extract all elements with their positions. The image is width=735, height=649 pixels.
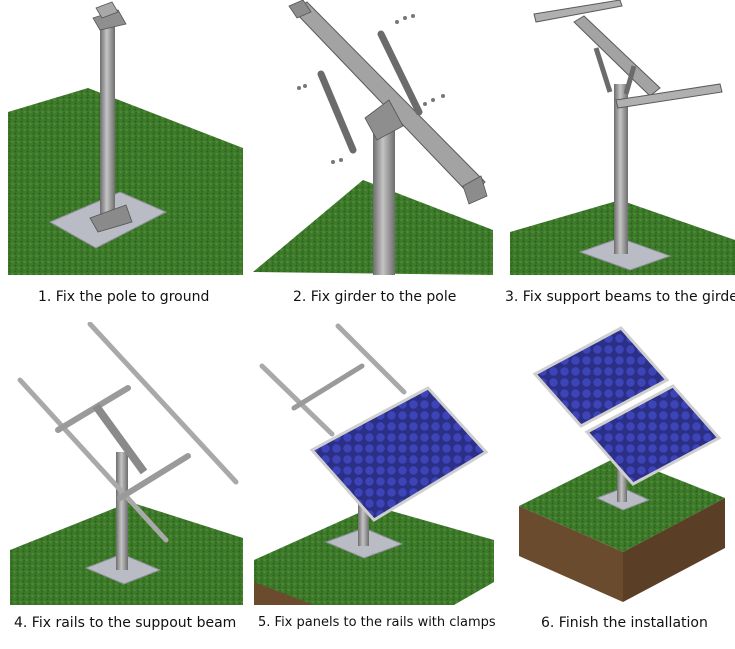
girder [573,15,661,97]
solar-panel-bottom [584,384,722,486]
step-6-illustration [515,322,730,605]
rail-1 [335,323,407,395]
pole [100,22,115,222]
rail-1 [87,322,239,485]
step-5-caption: 5. Fix panels to the rails with clamps [258,615,496,630]
support-beam-top [533,0,623,23]
step-3-caption: 3. Fix support beams to the girde [505,289,735,305]
pole [617,460,627,502]
brace-left [317,70,357,154]
pole [373,120,395,275]
step-4-illustration [10,322,243,605]
soil-front-left [519,506,623,602]
step-1-caption: 1. Fix the pole to ground [38,289,210,305]
step-2-illustration [253,0,493,275]
step-1-illustration [8,0,243,275]
brace-right [377,30,423,116]
support-beam-2 [117,453,191,501]
step-3-illustration [510,0,735,275]
pole [358,492,369,546]
solar-panel [309,386,489,522]
support-beam-1 [55,385,131,433]
step-4-caption: 4. Fix rails to the suppout beam [14,615,237,631]
pole [614,84,628,254]
grass-ground [254,506,494,605]
step-2-caption: 2. Fix girder to the pole [293,289,457,305]
soil-front-right [623,498,725,602]
solar-panel-top [532,326,670,428]
rail-2 [259,363,335,437]
grass-ground [8,88,243,275]
support-beam-bottom [615,83,723,109]
pole [116,452,128,570]
step-6-caption: 6. Finish the installation [541,615,708,631]
step-5-illustration [254,322,494,605]
rail-2 [17,377,169,543]
